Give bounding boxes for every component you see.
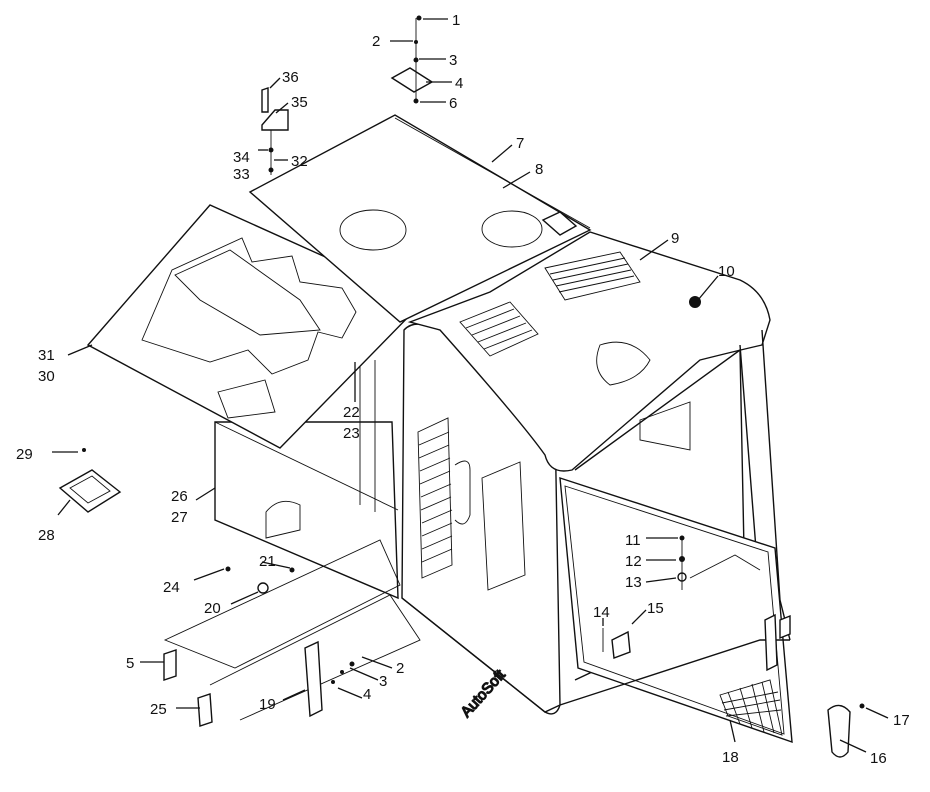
callout-label: 7 [516, 135, 524, 152]
callout-label: 3 [449, 52, 457, 69]
callout-label: 4 [363, 686, 371, 703]
callout-label: 2 [372, 33, 380, 50]
callout-label: 10 [718, 263, 735, 280]
callout-label: 31 [38, 347, 55, 364]
callout-label: 28 [38, 527, 55, 544]
callout-label: 23 [343, 425, 360, 442]
callout-label: 21 [259, 553, 276, 570]
callout-label: 1 [452, 12, 460, 29]
callout-label: 14 [593, 604, 610, 621]
callout-label: 26 [171, 488, 188, 505]
callout-label: 6 [449, 95, 457, 112]
callout-label: 29 [16, 446, 33, 463]
roof-vents [459, 251, 691, 451]
callout-label: 34 [233, 149, 250, 166]
callout-label: 3 [379, 673, 387, 690]
callout-label: 18 [722, 749, 739, 766]
callout-label: 22 [343, 404, 360, 421]
callout-label: 33 [233, 166, 250, 183]
callout-label: 4 [455, 75, 463, 92]
watermark: AutoSoft [458, 666, 510, 721]
callout-label: 30 [38, 368, 55, 385]
callout-label: 36 [282, 69, 299, 86]
callout-label: 32 [291, 153, 308, 170]
callout-label: 20 [204, 600, 221, 617]
callout-label: 13 [625, 574, 642, 591]
side-grille [417, 417, 526, 591]
callout-label: 35 [291, 94, 308, 111]
callout-label: 12 [625, 553, 642, 570]
callout-label: 16 [870, 750, 887, 767]
cab-body [214, 231, 793, 744]
callout-label: 9 [671, 230, 679, 247]
callout-label: 15 [647, 600, 664, 617]
callout-label: 8 [535, 161, 543, 178]
roof-panel-raised [86, 204, 416, 449]
leader-lines [52, 18, 889, 753]
callout-label: 25 [150, 701, 167, 718]
callout-label: 19 [259, 696, 276, 713]
callout-label: 27 [171, 509, 188, 526]
callout-label: 17 [893, 712, 910, 729]
small-parts [58, 15, 865, 758]
callout-label: 5 [126, 655, 134, 672]
top-plate [248, 114, 592, 323]
callout-label: 24 [163, 579, 180, 596]
callout-label: 2 [396, 660, 404, 677]
callout-labels: 1 2 3 4 6 36 35 34 33 32 7 8 9 10 31 30 … [16, 12, 910, 767]
callout-label: 11 [625, 532, 641, 549]
floor-plates [163, 500, 421, 721]
